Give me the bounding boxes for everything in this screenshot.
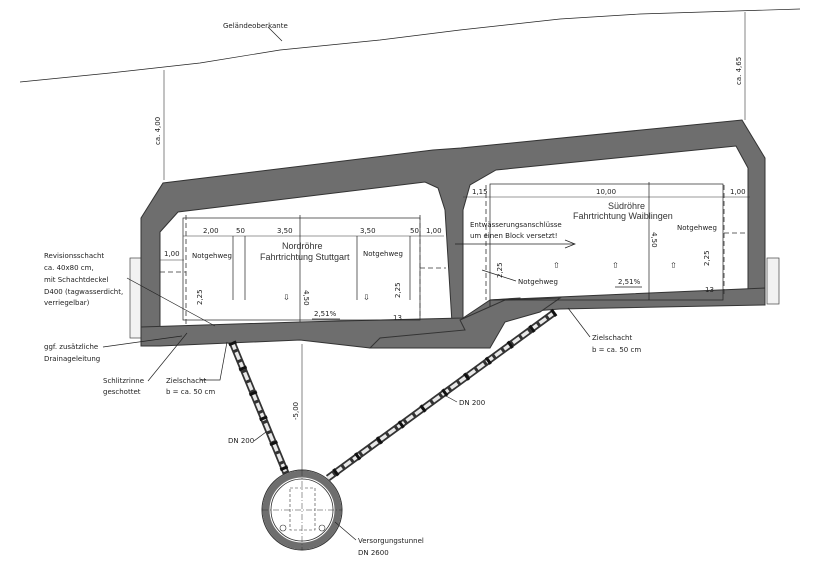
gravel-right <box>766 257 780 305</box>
drain-pipe-right-inner <box>326 310 557 480</box>
south-walkway-right: Notgehweg <box>677 224 717 232</box>
south-title-2: Fahrtrichtung Waiblingen <box>573 211 673 221</box>
supply-tunnel-annotation: Versorgungstunnel DN 2600 <box>334 521 424 557</box>
north-driving-arrow-2: ⇩ <box>363 293 370 302</box>
north-walkway-left: Notgehweg <box>192 252 232 260</box>
svg-text:b = ca. 50 cm: b = ca. 50 cm <box>592 346 641 354</box>
north-walkway-height-left: 2,25 <box>196 289 204 305</box>
terrain-label: Geländeoberkante <box>223 22 288 30</box>
svg-text:DN 200: DN 200 <box>228 437 254 445</box>
svg-text:b = ca. 50 cm: b = ca. 50 cm <box>166 388 215 396</box>
cover-left-label: ca. 4,00 <box>154 117 162 145</box>
supply-tunnel <box>261 469 343 551</box>
south-driving-arrow-2: ⇧ <box>612 261 619 270</box>
svg-text:Versorgungstunnel: Versorgungstunnel <box>358 537 424 545</box>
north-dim-3: 3,50 <box>277 227 293 235</box>
tunnel-shell <box>140 119 766 331</box>
north-dim-6: 1,00 <box>426 227 442 235</box>
north-driving-arrow-1: ⇩ <box>283 293 290 302</box>
south-slope-label: 2,51% <box>618 278 641 286</box>
svg-text:mit Schachtdeckel: mit Schachtdeckel <box>44 276 108 284</box>
south-dim-1: 1,15 <box>472 188 488 196</box>
north-walkway-height-right: 2,25 <box>394 282 402 298</box>
svg-text:Schlitzrinne: Schlitzrinne <box>103 377 144 385</box>
south-title-1: Südröhre <box>608 201 645 211</box>
south-walkway-height-left: 2,25 <box>496 262 504 278</box>
svg-text:Zielschacht: Zielschacht <box>592 334 632 342</box>
depth-label: -5,00 <box>292 402 300 420</box>
svg-text:DN 2600: DN 2600 <box>358 549 389 557</box>
drainage-annotation: ggf. zusätzliche Drainageleitung <box>44 335 183 363</box>
north-walkway-right: Notgehweg <box>363 250 403 258</box>
svg-text:verriegelbar): verriegelbar) <box>44 299 90 307</box>
north-title-1: Nordröhre <box>282 241 323 251</box>
revision-shaft-annotation: Revisionsschacht ca. 40x80 cm, mit Schac… <box>44 252 216 327</box>
target-shaft-left-annotation: Zielschacht b = ca. 50 cm <box>166 341 228 396</box>
south-driving-arrow-3: ⇧ <box>670 261 677 270</box>
svg-text:Drainageleitung: Drainageleitung <box>44 355 100 363</box>
south-walkway-left-leader <box>481 269 517 282</box>
south-dim-2: 10,00 <box>596 188 616 196</box>
south-note-1: Entwässerungsanschlüsse <box>470 221 562 229</box>
south-note-arrowhead <box>564 239 576 249</box>
pipe-right-annotation: DN 200 <box>445 395 485 407</box>
connecting-slab <box>368 297 562 349</box>
south-height-label: 4,50 <box>650 232 658 248</box>
north-dim-left: 1,00 <box>164 250 180 258</box>
gravel-left <box>129 257 143 339</box>
north-slope-label: 2,51% <box>314 310 337 318</box>
slot-channel-annotation: Schlitzrinne geschottet <box>103 332 188 396</box>
terrain-leader <box>267 26 283 42</box>
north-dim-1: 2,00 <box>203 227 219 235</box>
pipe-left-annotation: DN 200 <box>228 431 267 445</box>
north-clearance-outline <box>182 217 421 321</box>
svg-text:D400 (tagwasserdicht,: D400 (tagwasserdicht, <box>44 288 123 296</box>
north-title-2: Fahrtrichtung Stuttgart <box>260 252 350 262</box>
south-curb-label: 13 <box>705 286 714 294</box>
north-height-label: 4,50 <box>302 290 310 306</box>
svg-text:Revisionsschacht: Revisionsschacht <box>44 252 104 260</box>
south-clearance-outline <box>489 183 724 301</box>
north-dim-2: 50 <box>236 227 245 235</box>
south-driving-arrow-1: ⇧ <box>553 261 560 270</box>
target-shaft-right-annotation: Zielschacht b = ca. 50 cm <box>567 307 641 354</box>
svg-text:ca. 40x80 cm,: ca. 40x80 cm, <box>44 264 94 272</box>
drain-pipe-left-inner <box>230 341 290 479</box>
south-walkway-left: Notgehweg <box>518 278 558 286</box>
terrain-surface-line <box>19 8 801 83</box>
svg-text:DN 200: DN 200 <box>459 399 485 407</box>
south-dim-3: 1,00 <box>730 188 746 196</box>
svg-text:ggf. zusätzliche: ggf. zusätzliche <box>44 343 98 351</box>
svg-text:geschottet: geschottet <box>103 388 141 396</box>
cover-right-label: ca. 4,65 <box>735 57 743 85</box>
south-walkway-height-right: 2,25 <box>703 250 711 266</box>
north-curb-label: 13 <box>393 314 402 322</box>
svg-text:Zielschacht: Zielschacht <box>166 377 206 385</box>
north-dim-4: 3,50 <box>360 227 376 235</box>
north-dim-5: 50 <box>410 227 419 235</box>
south-note-2: um einen Block versetzt! <box>470 232 558 240</box>
